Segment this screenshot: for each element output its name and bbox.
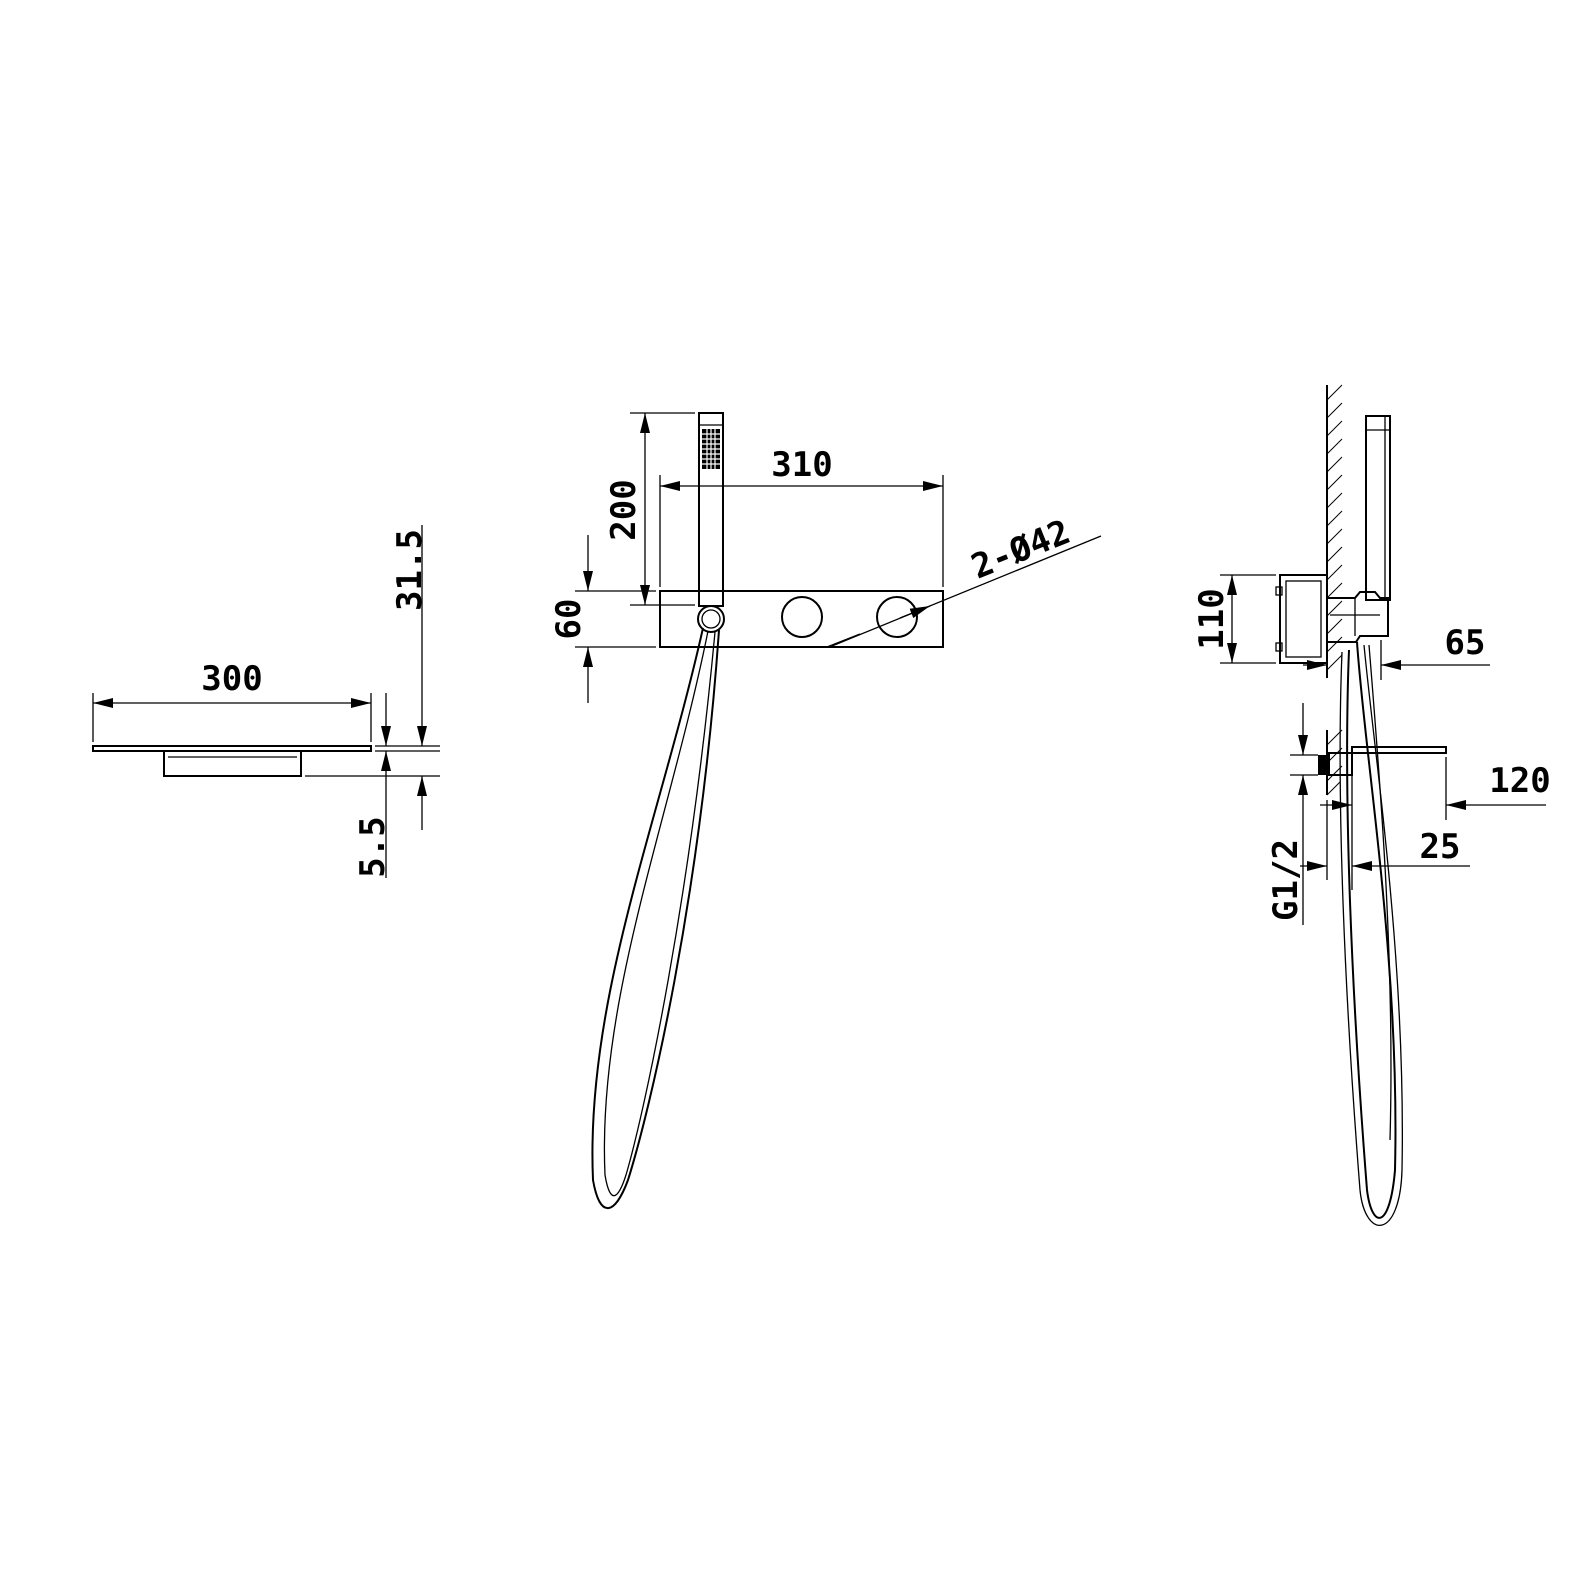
- side-depth-top-label: 110: [1192, 588, 1232, 649]
- front-width-label: 310: [771, 445, 832, 485]
- front-knobs: [781, 596, 918, 638]
- side-tray-depth-label: 120: [1489, 761, 1550, 801]
- tray-thickness-dimension: 5.5: [305, 693, 440, 878]
- side-hose: [1339, 641, 1403, 1226]
- side-hand-shower: [1365, 415, 1391, 601]
- plate-height-dimension: 60: [549, 535, 656, 703]
- front-hose: [591, 627, 720, 1210]
- tray-thickness-label: 5.5: [353, 816, 393, 877]
- front-height-dimension: 200: [604, 412, 695, 606]
- hose-connector: [697, 605, 725, 633]
- knob-left: [781, 596, 823, 638]
- side-thread-dimension: G1/2: [1266, 703, 1318, 925]
- side-plate-bracket: [1327, 591, 1389, 643]
- front-view: 200 310 60 2-Ø42: [549, 412, 1102, 1210]
- side-spacing-25-dimension: 25: [1300, 800, 1470, 880]
- side-tray-120-dimension: 120: [1320, 757, 1551, 890]
- knob-right: [876, 596, 918, 638]
- side-spacing-label: 25: [1420, 827, 1461, 867]
- knob-diameter-leader: 2-Ø42: [826, 512, 1102, 648]
- knob-diameter-label: 2-Ø42: [966, 512, 1076, 587]
- side-thread-label: G1/2: [1266, 839, 1306, 921]
- tray-width-label: 300: [201, 659, 262, 699]
- side-depth-110-dimension: 110: [1192, 574, 1276, 664]
- tray-height-dimension: 31.5: [390, 525, 430, 830]
- tray-height-label: 31.5: [390, 529, 430, 611]
- valve-body: [1275, 574, 1328, 664]
- wall-upper: [1326, 384, 1343, 678]
- handshower-height-label: 200: [604, 479, 644, 540]
- hand-shower: [697, 412, 725, 633]
- side-projection-label: 65: [1445, 623, 1486, 663]
- front-width-dimension: 310: [659, 445, 944, 587]
- side-view: 110 65 120 25 G1/2: [1192, 384, 1551, 1226]
- plate-height-label: 60: [549, 599, 589, 640]
- front-plate: [659, 590, 944, 648]
- tray-view: 300 5.5 31.5: [92, 525, 440, 878]
- side-projection-65-dimension: 65: [1303, 623, 1490, 680]
- tray-outline: [92, 745, 372, 777]
- spray-nozzles: [702, 429, 720, 469]
- tray-width-dimension: 300: [92, 659, 372, 742]
